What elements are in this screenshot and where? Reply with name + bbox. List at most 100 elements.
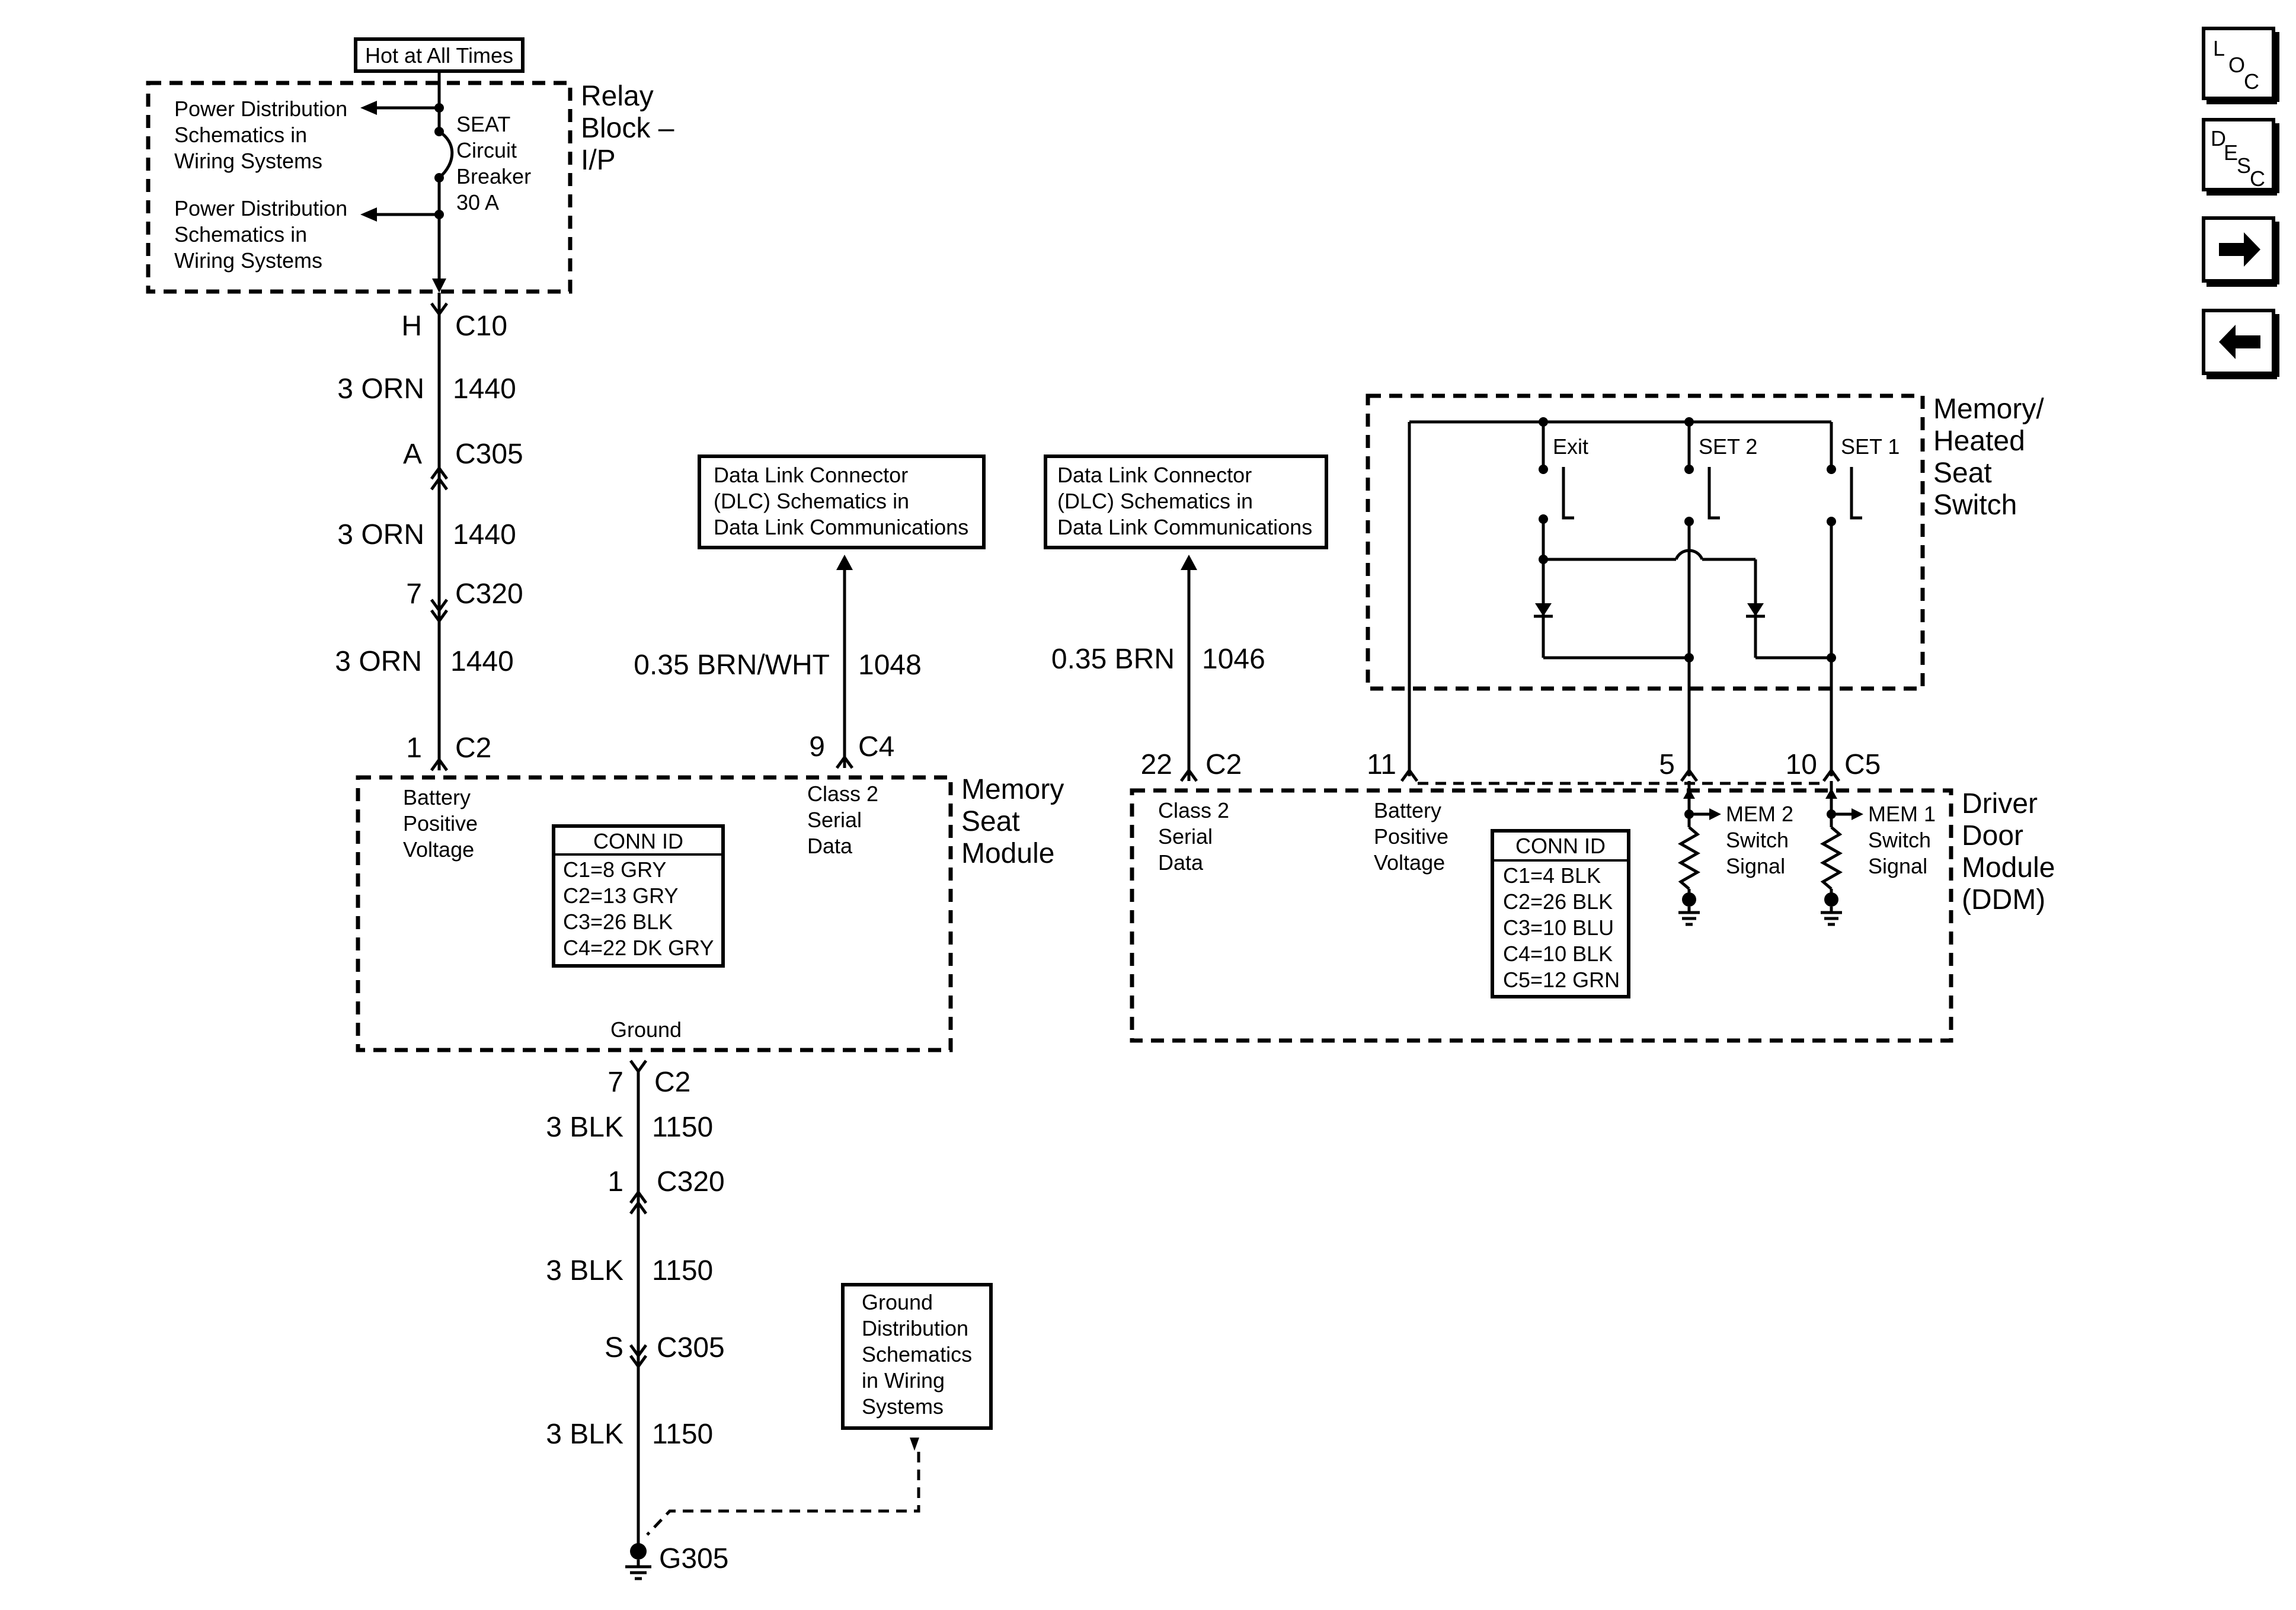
connector-c10-symbol: [430, 302, 449, 317]
ddm-outline: [1130, 788, 1953, 1043]
gnd-wire1-size: 3 BLK: [546, 1112, 623, 1143]
loc-l: L: [2213, 36, 2225, 60]
arrow-right-icon: [1851, 808, 1863, 820]
dlc-right-conn: C2: [1205, 749, 1242, 780]
set2-switch-contact: [1707, 467, 1720, 520]
memory-switch-name-4: Switch: [1933, 489, 2017, 521]
ddm-pin-mem2: 5: [1659, 749, 1675, 780]
ground-distribution-link: [646, 1452, 920, 1536]
msm-conn-id-row: C3=26 BLK: [563, 910, 673, 934]
gnd-c305-pin: S: [605, 1332, 623, 1363]
connector-c4-symbol: [835, 754, 854, 769]
wire3-size: 3 ORN: [335, 646, 422, 677]
ddm-conn-id-row: C4=10 BLK: [1503, 942, 1613, 966]
wire3-num: 1440: [450, 646, 514, 677]
mem1-resistor: [1819, 826, 1843, 890]
loc-button[interactable]: L O C: [2202, 27, 2279, 104]
msm-conn-id-row: C1=8 GRY: [563, 857, 666, 882]
nav-buttons: L O C D E S C: [2202, 27, 2279, 379]
memory-heated-seat-switch: Memory/ Heated Seat Switch Exit SET 2 SE…: [1366, 393, 2044, 776]
pd-ref2-line3: Wiring Systems: [174, 248, 322, 273]
ddm-pin-batt: 11: [1367, 749, 1396, 780]
memory-seat-module: Memory Seat Module Battery Positive Volt…: [356, 774, 1064, 1052]
ddm-name-3: Module: [1962, 852, 2055, 884]
arrow-up-icon: [836, 555, 853, 570]
breaker-line1: SEAT: [456, 112, 510, 136]
c305-name: C305: [455, 438, 523, 470]
mem2-label-3: Signal: [1726, 854, 1785, 878]
mem2-resistor: [1677, 826, 1701, 890]
set2-switch-label: SET 2: [1699, 434, 1757, 459]
driver-door-module: Driver Door Module (DDM) Class 2 Serial …: [1130, 749, 2055, 1043]
pd-ref2-line2: Schematics in: [174, 222, 307, 247]
c2-pin: 1: [406, 732, 422, 764]
msm-conn-id-box: [552, 824, 725, 968]
ddm-name-4: (DDM): [1962, 884, 2045, 916]
c320-name: C320: [455, 578, 523, 610]
ground-distribution-ref-box[interactable]: [841, 1283, 993, 1430]
ddm-conn-id-row: C2=26 BLK: [1503, 889, 1613, 914]
mem2-label-1: MEM 2: [1726, 802, 1793, 826]
msm-batt-label-1: Battery: [403, 785, 471, 809]
ground-g305-label: G305: [659, 1543, 728, 1574]
memory-seat-module-outline: [356, 775, 953, 1052]
prev-page-button[interactable]: [2202, 309, 2279, 379]
gnd-wire2-num: 1150: [652, 1255, 713, 1286]
ground-circuit: 7 C2 3 BLK 1150 1 C320 3 BLK 1150 S C305…: [546, 1060, 993, 1580]
desc-button[interactable]: D E S C: [2202, 118, 2279, 196]
wire1-size: 3 ORN: [337, 373, 424, 405]
arrow-right-icon: [1709, 808, 1721, 820]
desc-d: D: [2211, 126, 2226, 151]
msm-name-1: Memory: [961, 774, 1064, 805]
ddm-batt-label-2: Positive: [1374, 824, 1448, 849]
connector-pin10-symbol: [1822, 767, 1841, 782]
dlc-left-ref-line2: (DLC) Schematics in: [714, 489, 909, 513]
dlc-right-ref-box[interactable]: [1044, 454, 1328, 549]
connector-pin11-symbol: [1400, 767, 1419, 782]
dlc-right-ref-line2: (DLC) Schematics in: [1057, 489, 1253, 513]
gd-ref-line5: Systems: [862, 1394, 944, 1419]
ddm-pin-mem1: 10: [1786, 749, 1817, 780]
msm-name-3: Module: [961, 838, 1054, 869]
ground-point: [630, 1543, 647, 1560]
ddm-conn-id-row: C3=10 BLU: [1503, 916, 1614, 940]
ddm-conn-c5: C5: [1844, 749, 1881, 780]
memory-switch-outline: [1366, 393, 1925, 691]
dlc-left-ref-box[interactable]: [698, 454, 986, 549]
dlc-left-pin: 9: [809, 731, 825, 763]
connector-c305-ground-symbol: [629, 1344, 648, 1369]
next-page-button[interactable]: [2202, 216, 2279, 287]
msm-serial-label-2: Serial: [807, 808, 862, 832]
connector-c305-symbol: [430, 465, 449, 491]
msm-conn-id-row: C4=22 DK GRY: [563, 936, 714, 960]
gnd-wire3-num: 1150: [652, 1419, 713, 1450]
set1-switch-label: SET 1: [1841, 434, 1900, 459]
diode-set-icon: [1747, 603, 1764, 616]
hot-at-all-times-label: Hot at All Times: [365, 43, 513, 68]
connector-c320-symbol: [430, 598, 449, 624]
dlc-right: Data Link Connector (DLC) Schematics in …: [1044, 454, 1328, 782]
connector-c2-ground-symbol: [629, 1060, 648, 1074]
c10-name: C10: [455, 311, 507, 342]
relay-block-name-2: Block –: [581, 113, 674, 144]
wire1-num: 1440: [453, 373, 516, 405]
mem1-label-3: Signal: [1868, 854, 1927, 878]
ddm-serial-label-1: Class 2: [1158, 798, 1229, 822]
ddm-conn-id-box: [1491, 829, 1630, 998]
memory-switch-name-1: Memory/: [1933, 393, 2044, 425]
gnd-c2-name: C2: [654, 1067, 690, 1098]
memory-switch-name-2: Heated: [1933, 425, 2025, 457]
wire2-num: 1440: [453, 519, 516, 550]
wire2-size: 3 ORN: [337, 519, 424, 550]
msm-serial-label-3: Data: [807, 834, 853, 858]
relay-block-outline: [146, 81, 573, 294]
arrow-down-icon: [432, 279, 446, 293]
ddm-serial-label-3: Data: [1158, 850, 1204, 875]
desc-e: E: [2224, 140, 2238, 165]
dlc-right-wire-num: 1046: [1202, 644, 1265, 675]
ddm-conn-id-row: C5=12 GRN: [1503, 968, 1620, 992]
dlc-left-conn: C4: [858, 731, 894, 763]
ddm-serial-label-2: Serial: [1158, 824, 1213, 849]
dlc-right-pin: 22: [1141, 749, 1172, 780]
breaker-line2: Circuit: [456, 138, 517, 162]
